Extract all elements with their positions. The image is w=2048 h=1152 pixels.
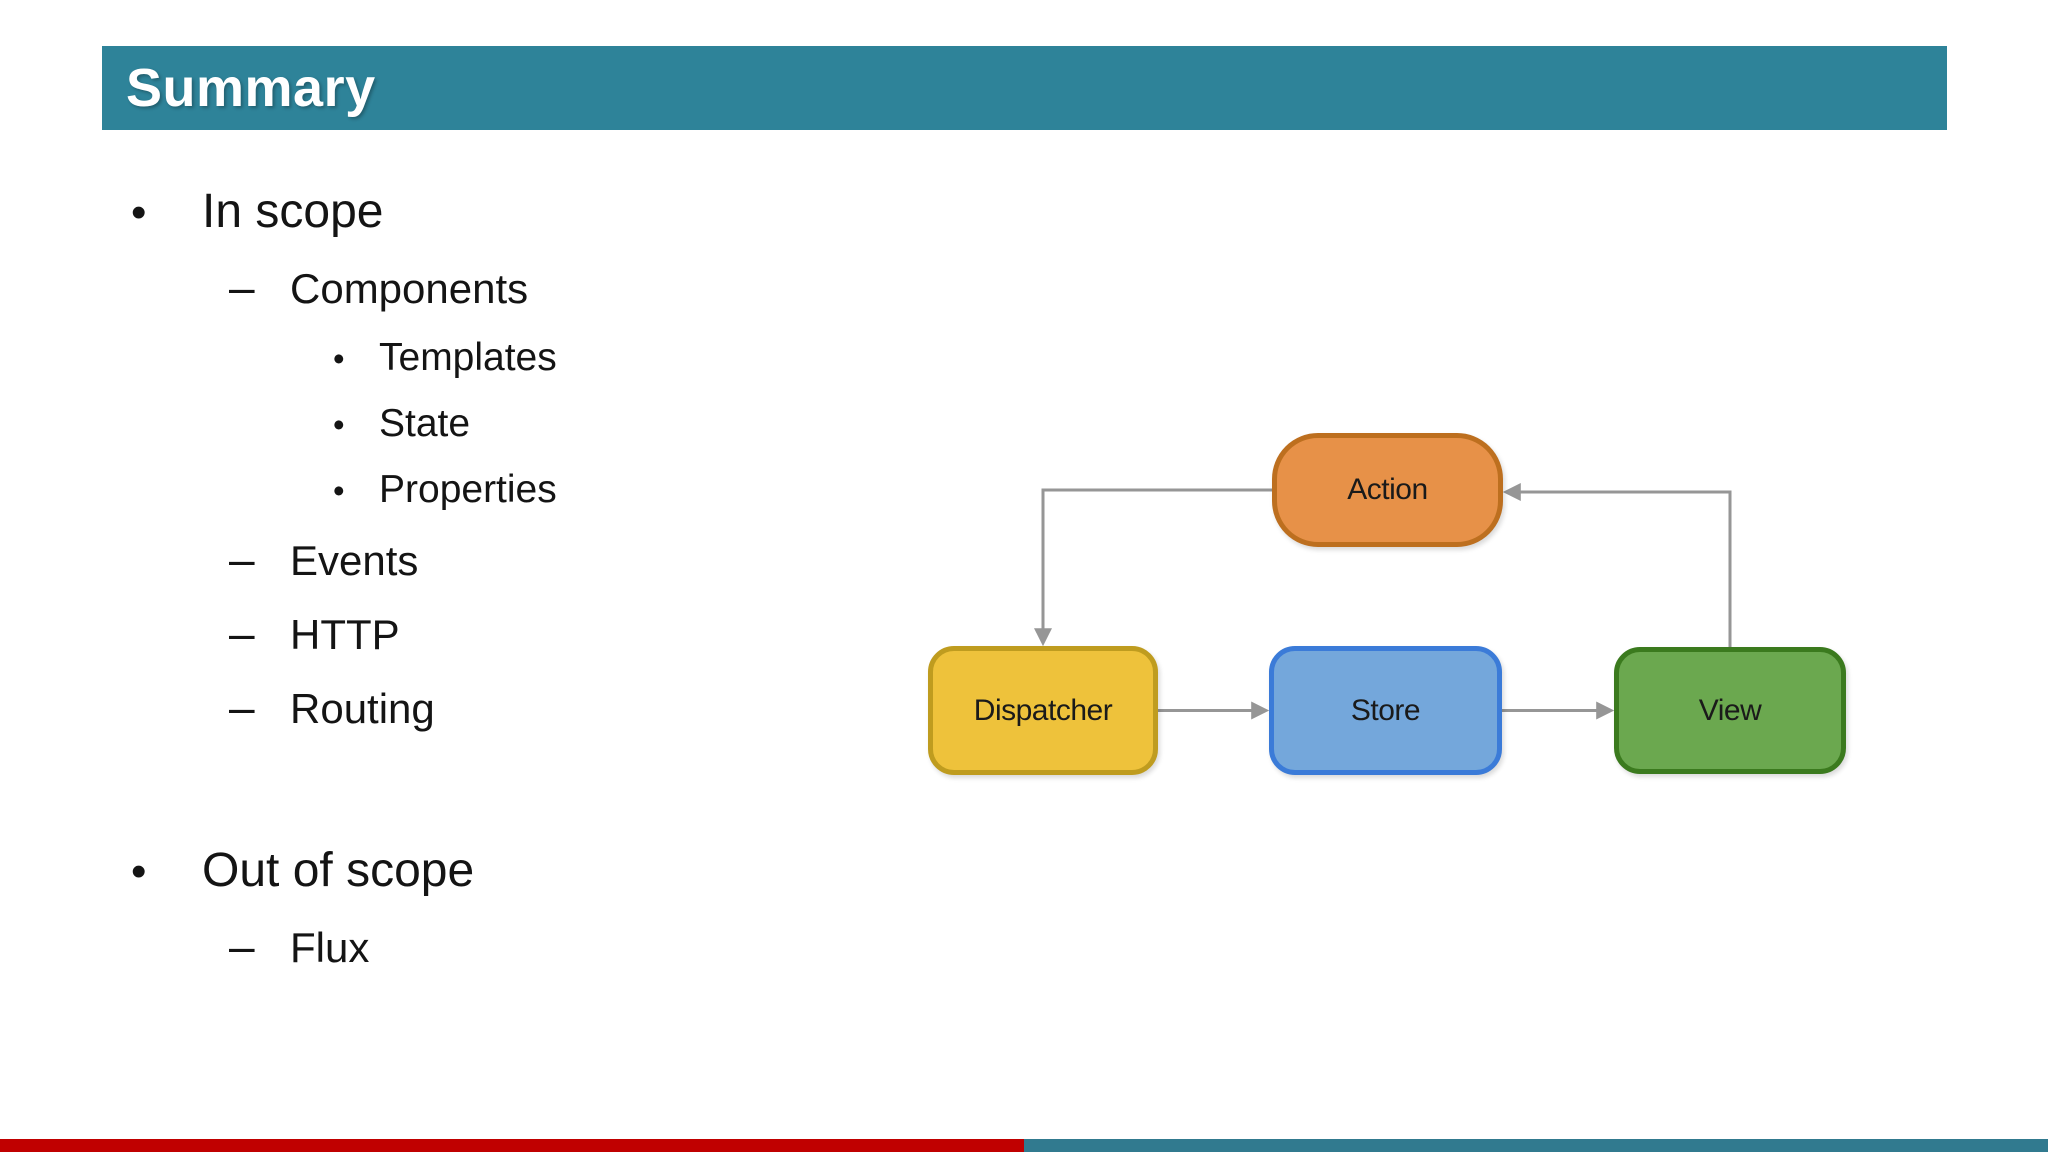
list-item: –Routing: [102, 671, 982, 745]
list-item-text: In scope: [202, 185, 384, 238]
list-item: • Properties: [102, 457, 982, 523]
list-item: • In scope: [102, 174, 982, 251]
diagram-node-label: View: [1698, 693, 1762, 727]
list-item-text: Components: [290, 265, 529, 312]
bullet-list: •In scope–Components•Templates•State•Pro…: [102, 174, 982, 984]
bullet-marker: –: [229, 607, 255, 659]
bullet-marker: –: [229, 533, 255, 585]
slide-title-bar: Summary: [102, 46, 1947, 130]
list-item-text: State: [379, 402, 471, 445]
list-item: • State: [102, 391, 982, 457]
diagram-edge-view-to-action: [1502, 483, 1732, 647]
list-item-text: HTTP: [290, 611, 400, 658]
bullet-marker: •: [131, 188, 147, 237]
list-item: –Flux: [102, 910, 982, 984]
list-item: • Templates: [102, 325, 982, 391]
footer-accent-right: [1024, 1139, 2048, 1152]
diagram-node-label: Dispatcher: [973, 693, 1113, 727]
list-item: –Components: [102, 251, 982, 325]
list-item-text: Events: [290, 537, 419, 584]
bullet-marker: –: [229, 261, 255, 313]
bullet-marker: •: [333, 406, 345, 443]
diagram-edge-action-to-dispatcher: [1034, 488, 1272, 647]
list-item: –Events: [102, 523, 982, 597]
diagram-node-view: View: [1614, 647, 1846, 774]
bullet-marker: –: [229, 920, 255, 972]
list-item-text: Templates: [379, 336, 557, 379]
slide-title: Summary: [126, 58, 376, 118]
diagram-node-action: Action: [1272, 433, 1503, 547]
list-item-text: Properties: [379, 468, 557, 511]
list-item: • Out of scope: [102, 833, 982, 910]
list-item-text: Flux: [290, 924, 370, 971]
footer-accent-left: [0, 1139, 1024, 1152]
bullet-marker: •: [333, 340, 345, 377]
diagram-node-store: Store: [1269, 646, 1502, 775]
diagram-node-label: Store: [1350, 693, 1421, 727]
list-item: –HTTP: [102, 597, 982, 671]
bullet-marker: •: [333, 472, 345, 509]
bullet-marker: –: [229, 681, 255, 733]
diagram-node-label: Action: [1347, 473, 1428, 506]
bullet-marker: •: [131, 847, 147, 896]
diagram-node-dispatcher: Dispatcher: [928, 646, 1158, 775]
list-item-text: Out of scope: [202, 844, 475, 897]
list-item-text: Routing: [290, 685, 435, 732]
